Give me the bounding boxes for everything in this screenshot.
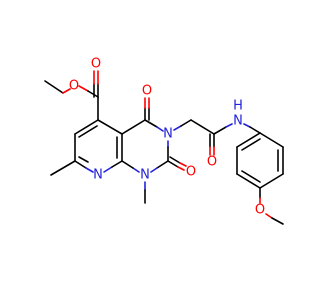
bond-n3-ch2 xyxy=(180,119,192,127)
bond-c4a-c4 xyxy=(121,119,146,135)
atom-o-ester-ether: O xyxy=(69,79,79,94)
bond-c2-o-a xyxy=(167,160,179,168)
bond-c2-n1 xyxy=(156,160,169,169)
bond-camide-nh-blue xyxy=(225,123,233,128)
atom-n1: N xyxy=(140,168,150,183)
bond-camide-nh xyxy=(213,126,227,135)
bond-c4-n3-blue xyxy=(156,126,164,132)
bond-ar-4-5-inner xyxy=(241,170,261,183)
bond-ar-1-2 xyxy=(259,132,284,148)
bond-ar-6-1 xyxy=(236,132,261,148)
bond-c7-methyl xyxy=(50,160,76,176)
atom-n8: N xyxy=(93,168,103,183)
bond-c5-c6 xyxy=(74,119,99,135)
bond-c2-o-a-red xyxy=(177,166,185,171)
bond-o-methyl xyxy=(271,217,284,225)
bond-c7-n8-blue xyxy=(85,167,94,173)
atom-o-ester-carbonyl: O xyxy=(91,57,101,72)
bond-nh-aryl-blue xyxy=(243,123,251,128)
atom-nh: N xyxy=(233,114,243,129)
atom-n3: N xyxy=(163,127,173,142)
atom-nh-hydrogen: H xyxy=(233,99,243,114)
bond-c5-c4a xyxy=(97,119,123,135)
bond-c2-o-b xyxy=(169,156,181,164)
bond-c2-o-b-red xyxy=(179,162,187,167)
bond-c4-n3 xyxy=(144,119,158,128)
bonds xyxy=(44,70,284,225)
atom-o-c4-carbonyl: O xyxy=(142,84,152,99)
bond-n3-ch2-blue xyxy=(173,125,182,131)
bond-ar-3-4 xyxy=(259,173,284,189)
atom-o-amide-carbonyl: O xyxy=(207,155,217,170)
bond-c7-n8-inner xyxy=(78,156,89,163)
bond-nh-aryl xyxy=(249,126,261,134)
bond-c5-c6-inner xyxy=(78,125,98,138)
bond-ester-o-c-red xyxy=(78,85,89,92)
bond-ester-o-c xyxy=(87,90,99,98)
atom-o-c2-carbonyl: O xyxy=(186,165,196,180)
bond-n8-c8a-blue xyxy=(103,166,113,173)
bond-ar-4-5 xyxy=(236,173,261,189)
atom-labels: O O O N O N N O N H O xyxy=(69,57,265,218)
bond-c7-n8 xyxy=(74,160,87,169)
bond-c2-n1-blue xyxy=(150,167,158,173)
bond-n8-c8a xyxy=(111,160,123,168)
bond-n1-c8a-blue xyxy=(132,167,140,173)
atom-o-methoxy: O xyxy=(255,203,265,218)
bond-ester-methyl-o xyxy=(44,80,64,94)
molecule-structure-diagram: O O O N O N N O N H O xyxy=(44,57,284,225)
bond-n1-c8a xyxy=(121,160,134,169)
bond-ester-methyl-o-red xyxy=(62,88,71,94)
bond-ch2-camide xyxy=(190,119,215,135)
bond-ar-6-1-inner xyxy=(241,138,261,151)
bond-o-methyl-red xyxy=(265,213,273,219)
